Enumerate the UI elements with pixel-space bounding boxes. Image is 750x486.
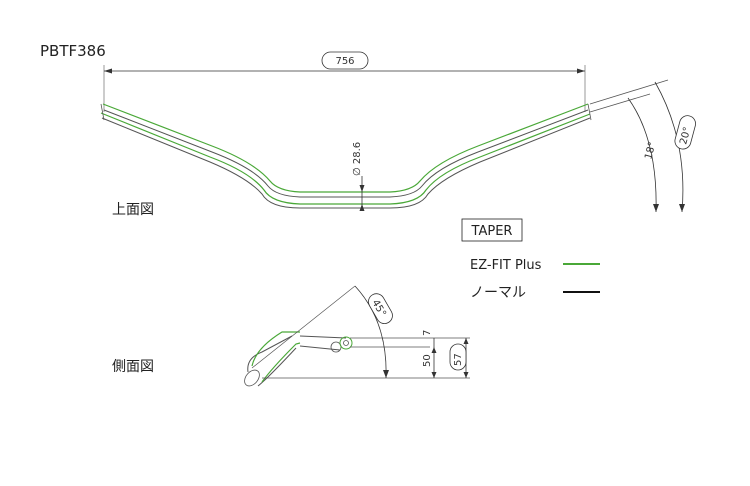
angle-45-label: 45° [368, 293, 393, 324]
width-label-box [321, 51, 369, 70]
svg-text:7: 7 [422, 330, 433, 336]
normal-bar-outer [101, 117, 591, 209]
angle-ref-line [251, 285, 356, 369]
arrow-left [104, 68, 112, 74]
svg-text:57: 57 [453, 353, 464, 366]
diameter-arrow-top [359, 185, 365, 192]
sweep-ref-line-1 [589, 79, 669, 105]
total-rise-label: 57 [449, 343, 467, 371]
side-center-line-1 [299, 335, 347, 339]
side-bar-ezfit-1 [251, 331, 300, 367]
top-view: 756 ∅ 28.6 18° 20° 上面図 [100, 51, 696, 218]
ezfit-bar-outer [100, 112, 591, 205]
side-center-line-2 [299, 345, 341, 351]
taper-label: TAPER [471, 224, 513, 239]
angle-45-arc [354, 285, 387, 379]
total-rise-arrow-top [463, 338, 469, 344]
normal-bar-inner [103, 109, 589, 198]
angle-18-arc [627, 97, 657, 213]
rise-arrow-bottom [431, 372, 437, 378]
taper-box [461, 218, 523, 242]
legend-ezfit-label: EZ-FIT Plus [470, 258, 542, 273]
diameter-label: ∅ 28.6 [352, 142, 363, 176]
angle-45-arrow [383, 370, 389, 378]
ezfit-bar-inner [102, 103, 589, 193]
svg-text:∅ 28.6: ∅ 28.6 [352, 142, 363, 176]
clamp-section-ezfit [339, 336, 353, 350]
side-bar-normal-2 [257, 347, 297, 387]
sweep-ref-line-2 [589, 93, 651, 113]
width-value: 756 [335, 56, 354, 67]
side-bar-end [244, 369, 260, 387]
top-view-label: 上面図 [112, 202, 154, 218]
angle-18-arrow [653, 204, 659, 212]
rise-arrow-top [431, 347, 437, 353]
svg-text:50: 50 [422, 354, 433, 367]
legend-normal-label: ノーマル [470, 285, 526, 301]
arrow-right [577, 68, 585, 74]
total-rise-arrow-bottom [463, 372, 469, 378]
diameter-arrow-bottom [359, 204, 365, 211]
bar-end-right [587, 103, 592, 121]
rise-label: 50 [422, 354, 433, 367]
svg-text:20°: 20° [678, 126, 693, 146]
legend: TAPER EZ-FIT Plus ノーマル [461, 218, 600, 301]
bar-end-left [100, 103, 105, 121]
side-bar-ezfit-2 [261, 342, 301, 383]
clamp-section-core [343, 340, 349, 346]
svg-text:18°: 18° [643, 141, 658, 161]
model-code: PBTF386 [40, 42, 106, 60]
side-view: 45° 7 50 57 側面図 [112, 285, 470, 387]
clamp-section-normal [330, 341, 342, 353]
side-view-label: 側面図 [112, 359, 154, 375]
angle-20-arrow [679, 204, 685, 212]
angle-18-label: 18° [643, 141, 658, 161]
offset-label: 7 [422, 330, 433, 336]
side-bar-normal-1 [247, 335, 293, 373]
angle-20-label: 20° [674, 115, 696, 150]
